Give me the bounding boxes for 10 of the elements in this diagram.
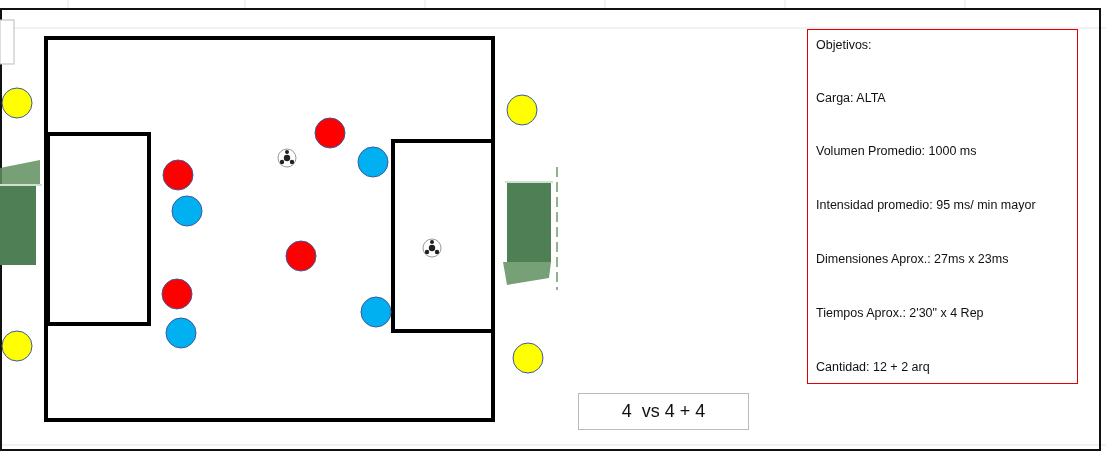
objective-text: Dimensiones Aprox.: 27ms x 23ms [816,252,1009,266]
match-format-text: 4 vs 4 + 4 [621,401,706,422]
objective-text: Volumen Promedio: 1000 ms [816,144,977,158]
score-box [578,393,749,430]
objective-text: Intensidad promedio: 95 ms/ min mayor [816,198,1036,212]
objective-text: Cantidad: 12 + 2 arq [816,360,930,374]
info-panel [807,29,1078,384]
objective-text: Carga: ALTA [816,91,886,105]
objective-text: Tiempos Aprox.: 2'30" x 4 Rep [816,306,984,320]
panel-heading: Objetivos: [816,38,872,52]
